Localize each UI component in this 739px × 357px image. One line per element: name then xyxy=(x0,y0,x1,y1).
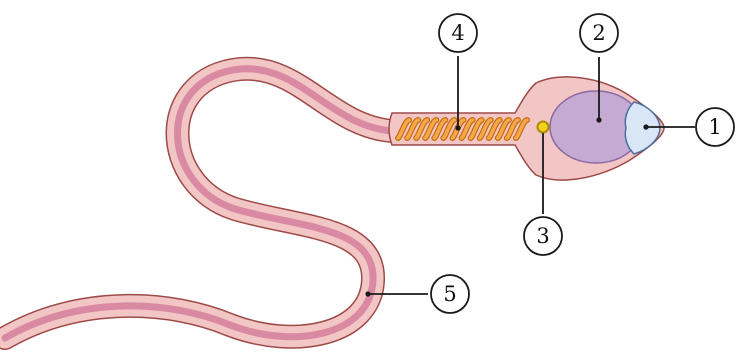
callout-number: 1 xyxy=(708,115,721,139)
centriole xyxy=(538,122,549,133)
callout-4: 4 xyxy=(439,14,477,52)
leader-dot-2 xyxy=(596,117,601,122)
leader-dot-5 xyxy=(365,291,370,296)
callout-number: 5 xyxy=(443,282,456,306)
tail-stripe xyxy=(5,69,392,338)
callout-number: 3 xyxy=(536,224,549,248)
callout-number: 2 xyxy=(592,21,605,45)
acrosome xyxy=(625,102,660,154)
callout-2: 2 xyxy=(580,14,618,52)
leader-dot-1 xyxy=(643,124,648,129)
tail xyxy=(5,69,392,338)
leader-dot-4 xyxy=(455,125,460,130)
callout-5: 5 xyxy=(431,275,469,313)
callout-1: 1 xyxy=(696,108,734,146)
callout-3: 3 xyxy=(524,217,562,255)
callout-number: 4 xyxy=(451,21,464,45)
